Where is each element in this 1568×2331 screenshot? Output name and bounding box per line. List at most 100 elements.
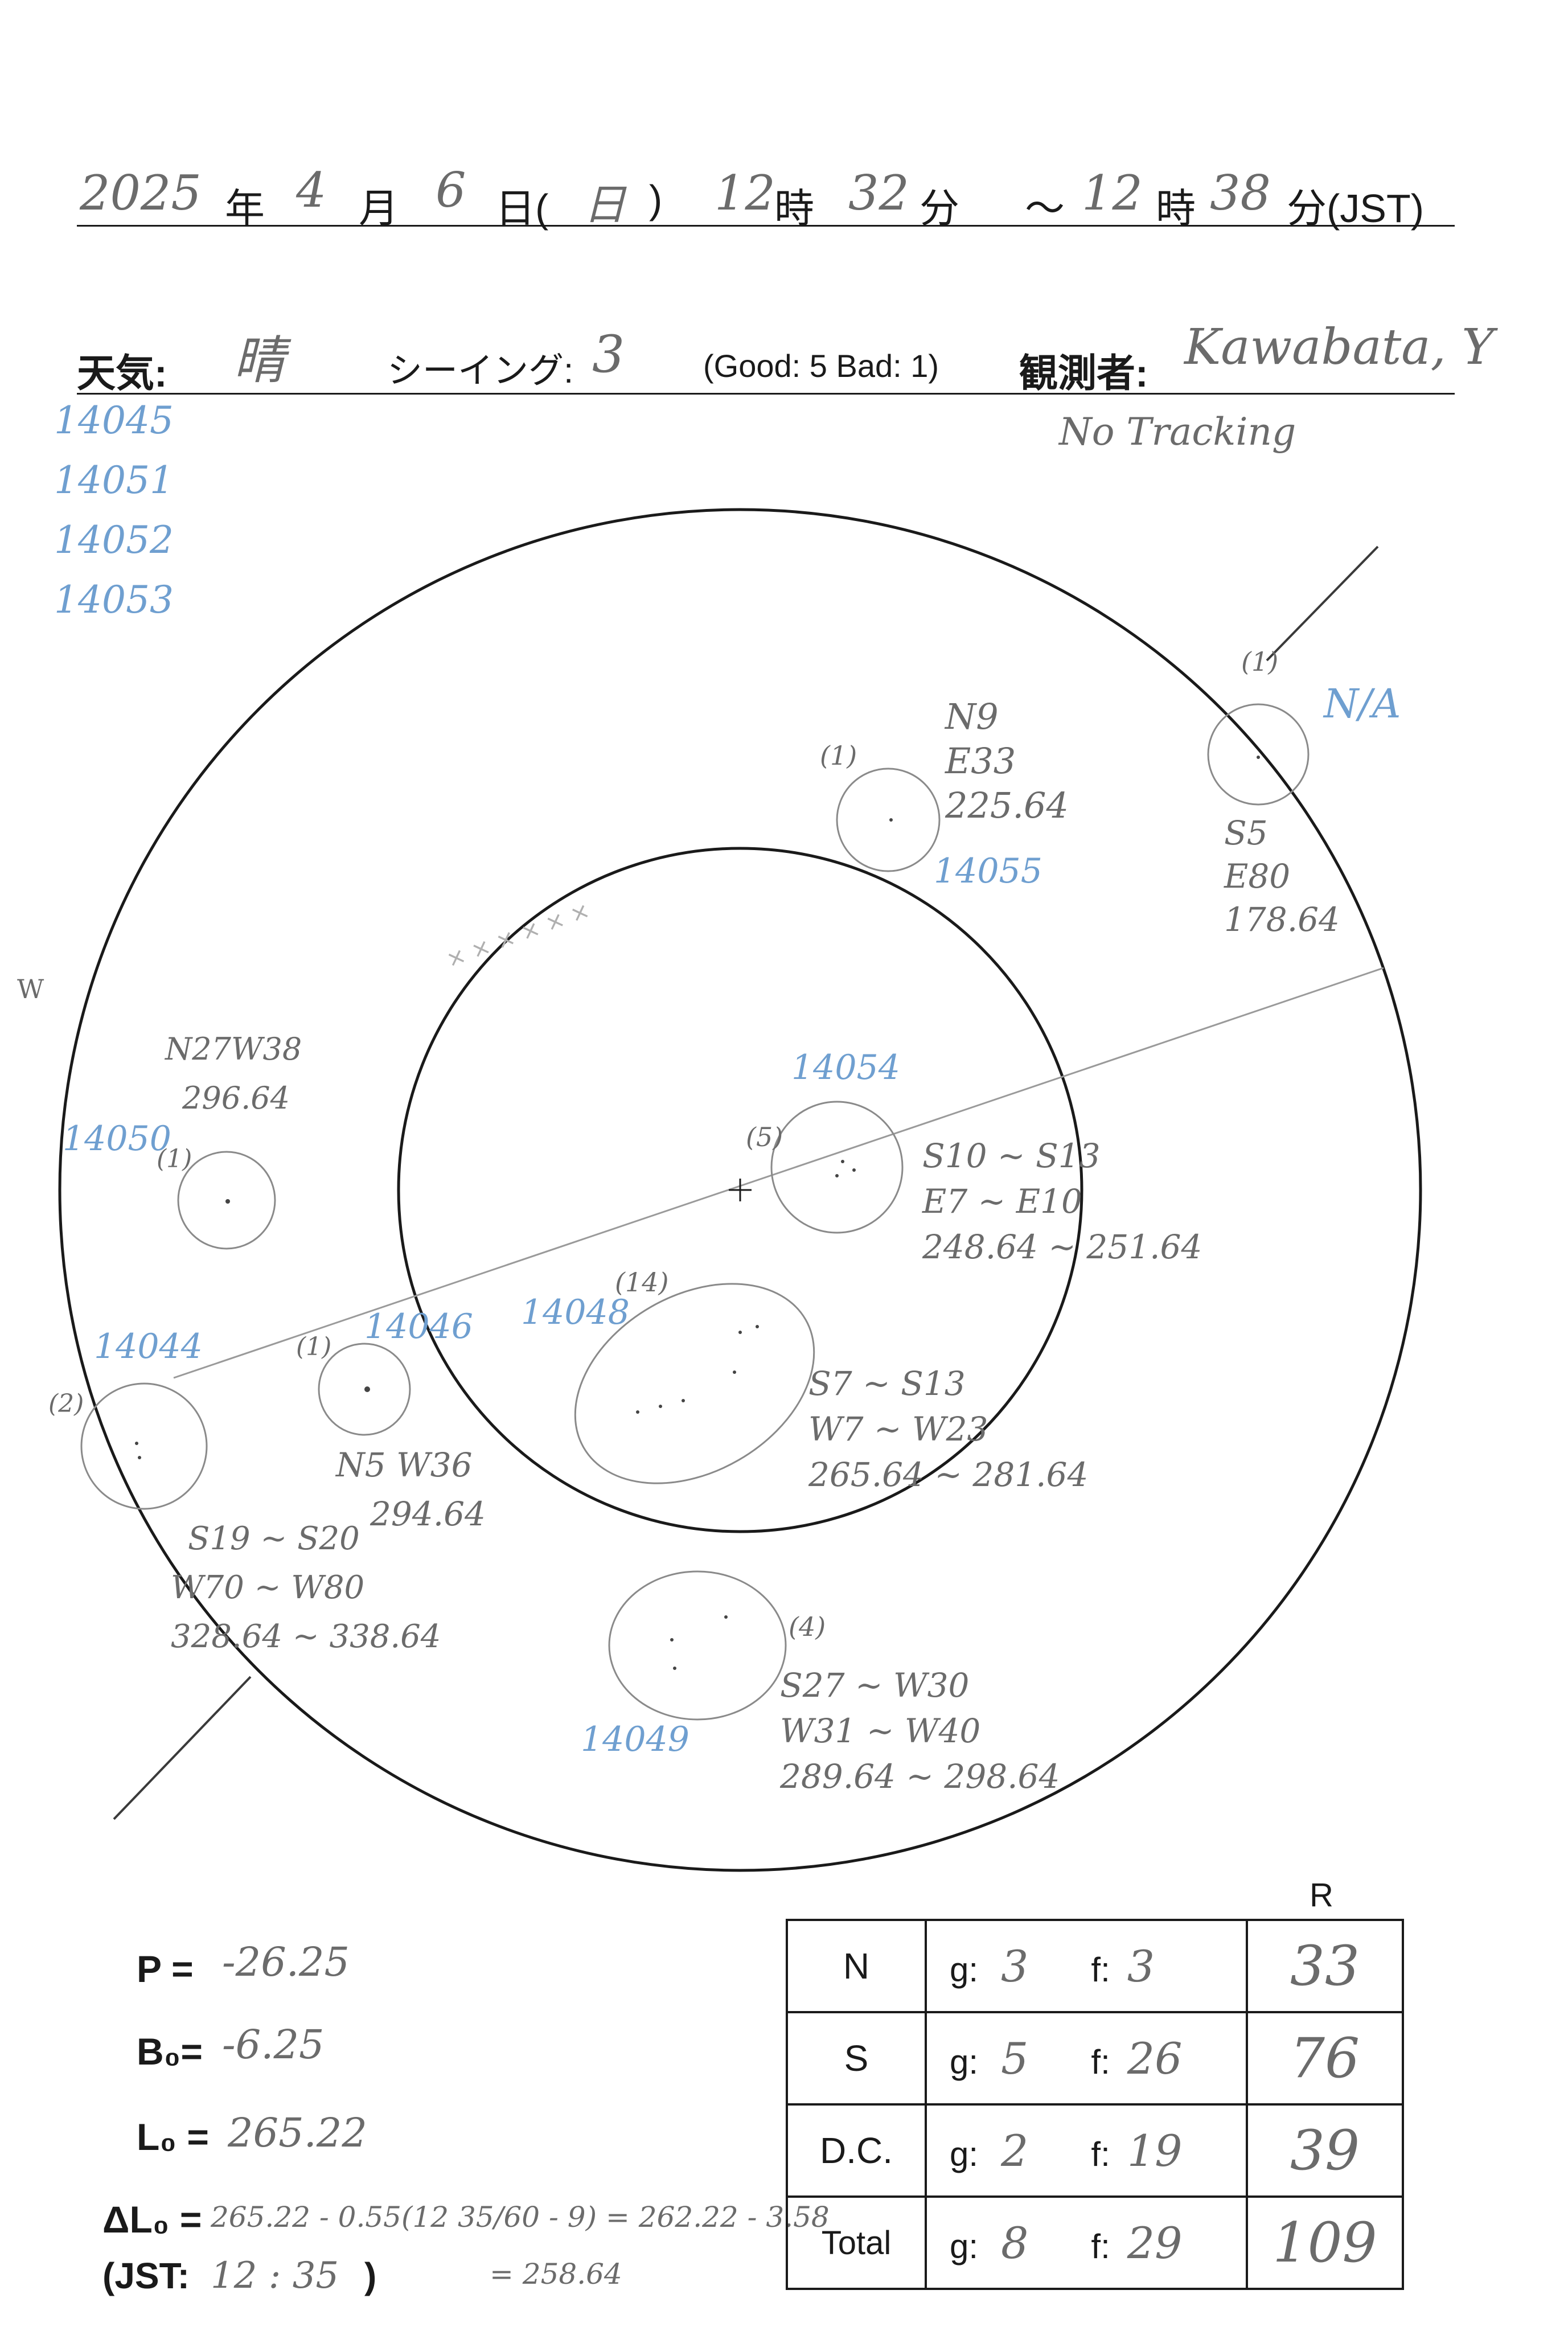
weekday-close: ): [649, 177, 663, 221]
g-value: 2: [1001, 2125, 1029, 2176]
spot-dot: [673, 1667, 676, 1670]
faint-marks: × × × × × ×: [443, 897, 593, 974]
group-region: 14049: [581, 1719, 689, 1759]
g-value: 5: [1001, 2033, 1029, 2084]
spot-dot: [135, 1442, 138, 1445]
group-count: (5): [746, 1122, 783, 1152]
spot-circle-14054: [770, 1101, 904, 1234]
equator-line: [173, 967, 1384, 1379]
outer-disk-circle: [58, 508, 1422, 1872]
f-label: f:: [1091, 2042, 1110, 2081]
spot-circle-14049: [608, 1570, 787, 1721]
f-value: 3: [1127, 1940, 1155, 1992]
year-value: 2025: [80, 165, 202, 221]
seeing-label: シーイング:: [387, 351, 574, 391]
group-region: 14046: [364, 1307, 473, 1347]
group-region: 14050: [63, 1119, 171, 1159]
spot-dot: [756, 1325, 759, 1328]
observer-signature: Kawabata, Y: [1184, 319, 1495, 376]
start-min: 32: [848, 165, 909, 221]
spot-circle-n9: [836, 768, 941, 872]
p-value: -26.25: [222, 1939, 350, 1985]
spot-circle-14048: [574, 1283, 815, 1484]
jst-label: (JST:: [102, 2255, 190, 2296]
end-min: 38: [1210, 165, 1271, 221]
gf-cell: g: 8 f: 29: [925, 2195, 1248, 2290]
r-value: 109: [1273, 2211, 1377, 2275]
l0-label: L₀ =: [137, 2116, 209, 2158]
r-cell: 109: [1246, 2195, 1404, 2290]
spot-dot: [724, 1615, 728, 1619]
day-unit: 日(: [495, 186, 549, 231]
group-count: (1): [157, 1144, 192, 1173]
time-tilde: ～: [1025, 186, 1065, 231]
f-value: 29: [1127, 2217, 1183, 2268]
g-value: 8: [1001, 2217, 1029, 2268]
group-region: 14055: [934, 851, 1042, 891]
g-label: g:: [950, 2135, 979, 2173]
left-number: 14045: [54, 399, 174, 442]
gf-cell: g: 3 f: 3: [925, 1919, 1248, 2013]
weather-label: 天気:: [77, 352, 167, 395]
b0-value: -6.25: [222, 2021, 325, 2068]
row-label: S: [786, 2011, 927, 2106]
group-region: 14044: [94, 1327, 203, 1366]
r-cell: 76: [1246, 2011, 1404, 2106]
group-count: (1): [296, 1332, 332, 1361]
spot-dot: [889, 818, 893, 822]
inner-disk-circle: [397, 847, 1083, 1533]
end-min-unit: 分(JST): [1287, 186, 1425, 231]
start-hour: 12: [715, 165, 775, 221]
group-count: (14): [615, 1267, 669, 1298]
g-label: g:: [950, 2042, 979, 2081]
group-count: (4): [789, 1611, 826, 1642]
tracking-note: No Tracking: [1059, 410, 1296, 454]
header-rule: [77, 225, 1455, 227]
g-value: 3: [1001, 1940, 1029, 1992]
spot-dot: [225, 1199, 230, 1204]
r-header: R: [1310, 1877, 1333, 1914]
r-value: 33: [1290, 1934, 1360, 1998]
seeing-value: 3: [592, 325, 625, 384]
spot-dot: [670, 1638, 674, 1641]
row-label: D.C.: [786, 2103, 927, 2198]
spot-dot: [852, 1168, 856, 1172]
spot-circle-14046: [318, 1343, 411, 1436]
f-label: f:: [1091, 1950, 1110, 1989]
left-number: 14051: [54, 458, 174, 502]
spot-dot: [138, 1456, 141, 1459]
group-region: N/A: [1324, 680, 1401, 727]
spot-dot: [1257, 756, 1260, 759]
r-cell: 39: [1246, 2103, 1404, 2198]
dl0-label: ΔL₀ =: [102, 2198, 202, 2240]
start-min-unit: 分: [920, 186, 959, 231]
row-label: N: [786, 1919, 927, 2013]
l0-value: 265.22: [228, 2110, 367, 2156]
spot-circle-14044: [80, 1382, 208, 1510]
month-unit: 月: [359, 186, 399, 231]
spot-dot: [636, 1410, 639, 1414]
g-label: g:: [950, 2227, 979, 2266]
left-number: 14052: [54, 518, 174, 562]
axis-line-top: [1266, 545, 1379, 662]
g-label: g:: [950, 1950, 979, 1989]
f-value: 19: [1127, 2125, 1183, 2176]
spot-dot: [364, 1386, 370, 1392]
group-count: (2): [48, 1389, 84, 1418]
end-hour-unit: 時: [1156, 186, 1196, 231]
r-cell: 33: [1246, 1919, 1404, 2013]
f-label: f:: [1091, 2227, 1110, 2266]
weekday-value: 日: [584, 180, 626, 229]
group-count: (1): [820, 740, 857, 771]
p-label: P =: [137, 1948, 194, 1990]
